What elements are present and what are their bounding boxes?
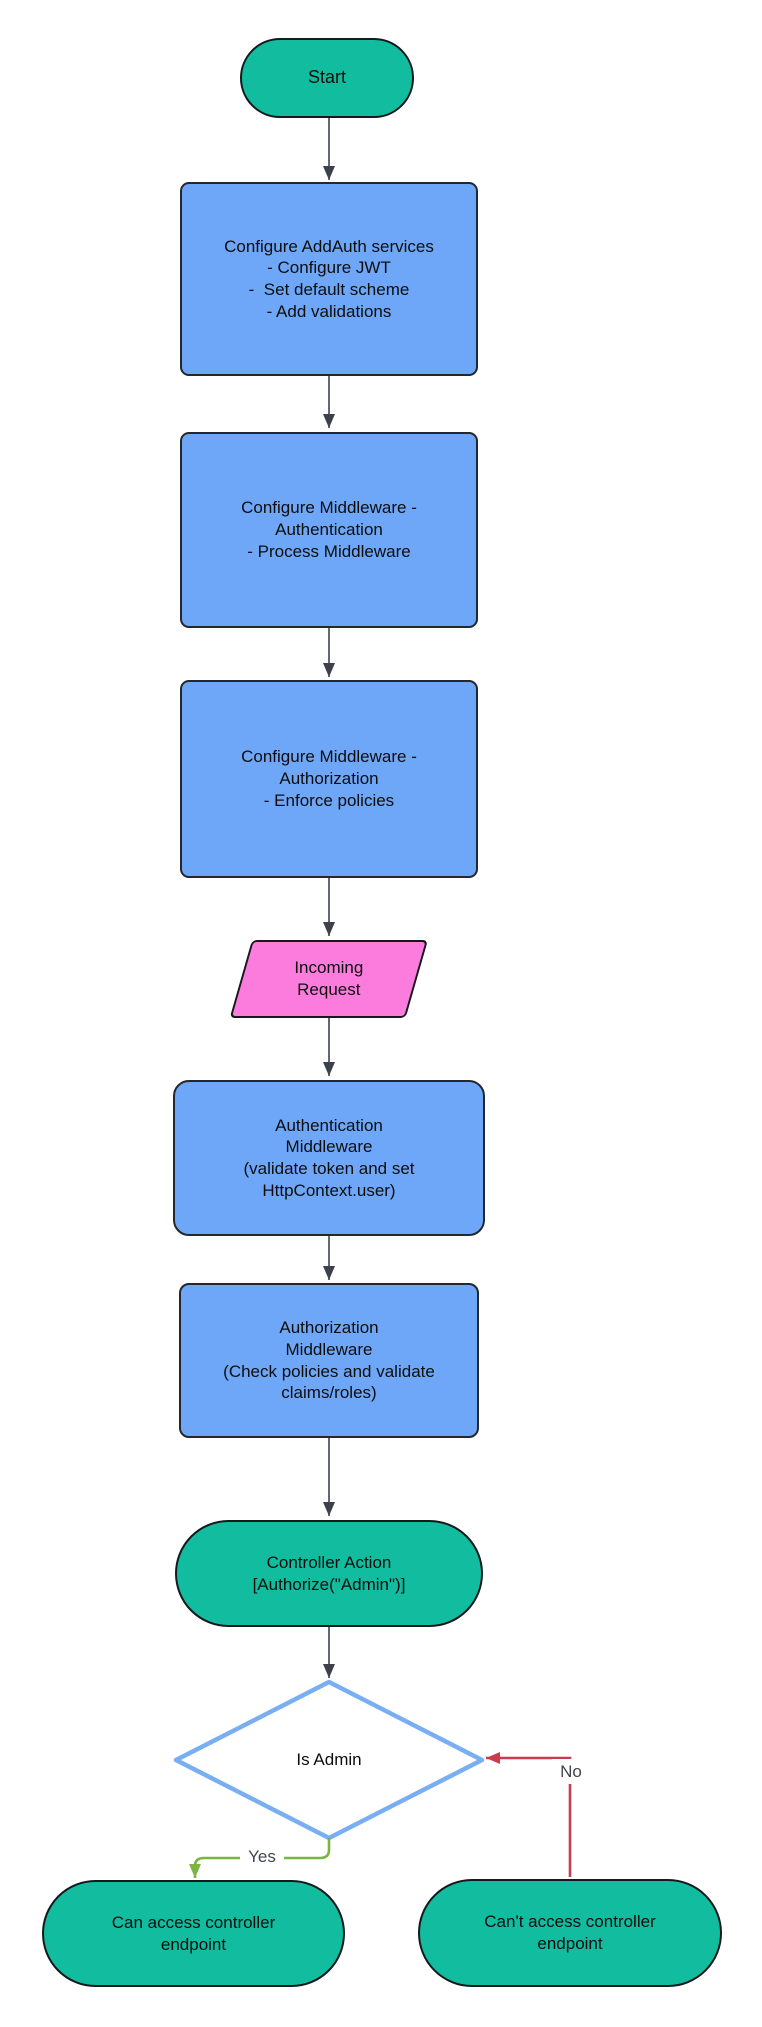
node-configure-addauth-services: Configure AddAuth services - Configure J… <box>180 182 478 376</box>
node-authorization-middleware: Authorization Middleware (Check policies… <box>179 1283 479 1438</box>
edge-label-no: No <box>552 1759 590 1784</box>
node-configure-middleware-authorization: Configure Middleware - Authorization - E… <box>180 680 478 878</box>
node-start: Start <box>240 38 414 118</box>
node-cant-access-endpoint: Can't access controller endpoint <box>418 1879 722 1987</box>
decision-is-admin-label: Is Admin <box>296 1750 362 1770</box>
node-can-access-endpoint: Can access controller endpoint <box>42 1880 345 1987</box>
node-authentication-middleware: Authentication Middleware (validate toke… <box>173 1080 485 1236</box>
edge-label-yes: Yes <box>240 1844 284 1870</box>
node-configure-middleware-authentication: Configure Middleware - Authentication - … <box>180 432 478 628</box>
node-controller-action: Controller Action [Authorize("Admin")] <box>175 1520 483 1627</box>
incoming-request-label: Incoming Request <box>294 958 364 999</box>
node-incoming-request: Incoming Request <box>229 940 428 1018</box>
